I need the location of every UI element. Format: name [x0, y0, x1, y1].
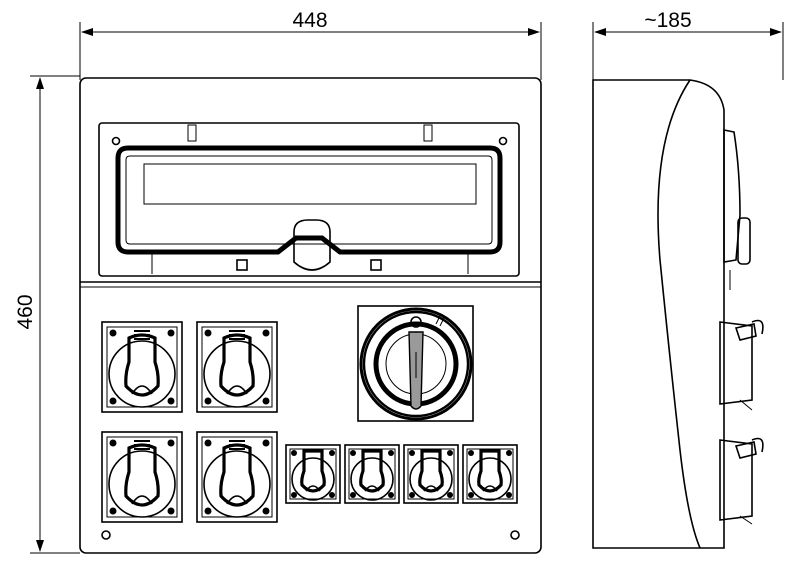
depth-dimension: ~185: [592, 9, 784, 80]
front-view: [79, 77, 542, 554]
mount-hole-right: [510, 530, 520, 540]
side-view: [592, 79, 764, 549]
small-socket-4: [461, 443, 519, 505]
depth-label: ~185: [644, 9, 691, 32]
small-socket-2: [343, 443, 401, 505]
large-socket-3: [100, 430, 184, 524]
small-socket-1: [284, 443, 342, 505]
main-switch: [357, 305, 474, 422]
small-socket-3: [402, 443, 460, 505]
mount-hole-left: [101, 530, 111, 540]
enclosure-front: [79, 77, 542, 554]
width-label: 448: [292, 9, 327, 32]
large-socket-2: [195, 320, 279, 414]
width-dimension: 448: [79, 9, 542, 80]
large-socket-1: [100, 320, 184, 414]
breaker-window: [98, 122, 520, 277]
height-dimension: 460: [14, 75, 80, 554]
height-label: 460: [14, 294, 37, 329]
large-socket-4: [195, 430, 279, 524]
